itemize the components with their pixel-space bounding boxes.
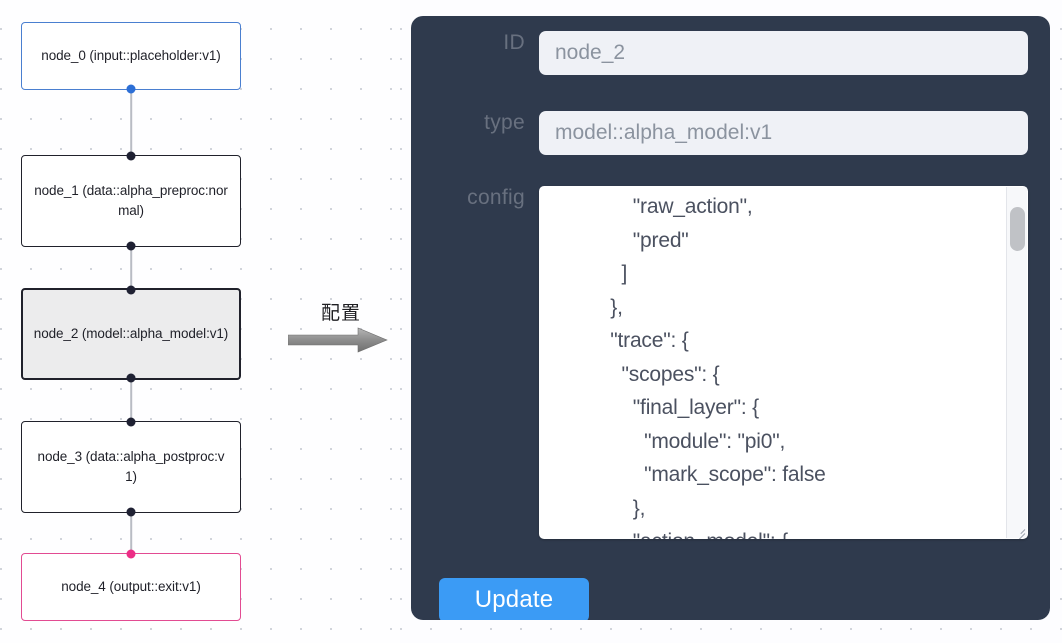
node-handle-source-node_0[interactable] <box>126 84 136 94</box>
graph-node-label: node_3 (data::alpha_postproc:v1) <box>37 449 225 484</box>
node-handle-target-node_1[interactable] <box>126 151 136 161</box>
field-row-type: type <box>421 111 1028 155</box>
config-textarea[interactable]: "raw_action", "pred" ] }, "trace": { "sc… <box>539 186 1028 539</box>
type-input[interactable] <box>539 111 1028 155</box>
graph-canvas[interactable]: node_0 (input::placeholder:v1) node_1 (d… <box>0 0 400 643</box>
update-button[interactable]: Update <box>439 578 589 620</box>
textarea-resize-handle[interactable] <box>1012 523 1026 539</box>
arrow-right-icon <box>287 327 394 358</box>
edge-node2-node3 <box>130 378 132 424</box>
node-handle-target-node_2[interactable] <box>126 285 136 295</box>
config-textarea-wrapper: "raw_action", "pred" ] }, "trace": { "sc… <box>539 186 1028 539</box>
config-scrollbar[interactable] <box>1006 187 1027 538</box>
field-row-id: ID <box>421 31 1028 75</box>
type-field-label: type <box>484 111 525 134</box>
graph-node-label: node_2 (model::alpha_model:v1) <box>33 326 229 342</box>
node-handle-source-node_1[interactable] <box>126 241 136 251</box>
config-annotation-label: 配置 <box>320 302 361 324</box>
id-field-label: ID <box>503 31 525 54</box>
edge-node0-node1 <box>130 90 132 158</box>
graph-node-label: node_1 (data::alpha_preproc:normal) <box>34 183 228 218</box>
config-scrollbar-thumb[interactable] <box>1010 207 1025 251</box>
node-config-panel: ID type config "raw_action", "pred" ] },… <box>411 16 1050 620</box>
id-input[interactable] <box>539 31 1028 75</box>
graph-node-label: node_0 (input::placeholder:v1) <box>41 48 221 64</box>
node-handle-target-node_4[interactable] <box>126 549 136 559</box>
edge-node1-node2 <box>130 245 132 291</box>
node-handle-target-node_3[interactable] <box>126 417 136 427</box>
field-row-config: config "raw_action", "pred" ] }, "trace"… <box>421 186 1028 539</box>
graph-node-label: node_4 (output::exit:v1) <box>61 579 201 595</box>
edge-node3-node4 <box>130 510 132 556</box>
graph-node-node_4[interactable]: node_4 (output::exit:v1) <box>21 549 241 621</box>
graph-node-node_0[interactable]: node_0 (input::placeholder:v1) <box>21 22 241 94</box>
graph-node-node_1[interactable]: node_1 (data::alpha_preproc:normal) <box>21 151 241 251</box>
config-annotation: 配置 <box>287 298 394 358</box>
config-field-label: config <box>467 186 525 209</box>
node-handle-source-node_3[interactable] <box>126 507 136 517</box>
graph-node-node_2[interactable]: node_2 (model::alpha_model:v1) <box>21 285 241 383</box>
node-handle-source-node_2[interactable] <box>126 373 136 383</box>
graph-node-node_3[interactable]: node_3 (data::alpha_postproc:v1) <box>21 417 241 517</box>
